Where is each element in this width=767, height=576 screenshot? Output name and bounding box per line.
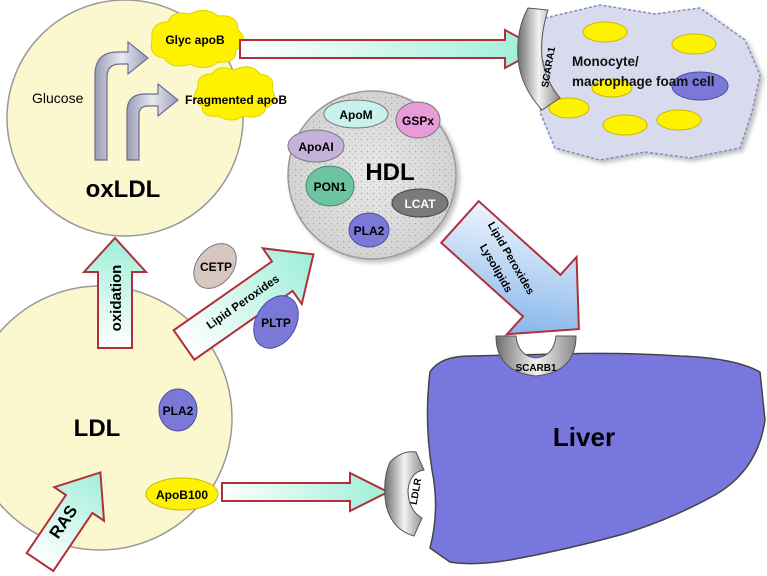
lipid-droplet (582, 21, 628, 43)
lipid-droplet (591, 78, 633, 98)
glyc-to-foam-arrow (239, 28, 543, 70)
apom-label: ApoM (339, 108, 372, 122)
pla2-hdl-label: PLA2 (354, 224, 385, 238)
liver-shape (426, 352, 766, 565)
hdl-to-liver-arrow: Lipid Peroxides Lysolipids (439, 199, 580, 336)
lcat-label: LCAT (404, 197, 436, 211)
lipid-droplet (671, 33, 717, 55)
liver: Liver (426, 352, 766, 565)
apoai-label: ApoAI (298, 140, 333, 154)
pon1-label: PON1 (314, 180, 347, 194)
oxldl-label: oxLDL (86, 176, 161, 203)
pla2-hdl-badge (348, 212, 390, 248)
scarb1-label: SCARB1 (515, 363, 557, 374)
gspx-badge (395, 101, 441, 139)
ldlr-label: LDLR (409, 477, 425, 506)
apom-badge (323, 99, 389, 129)
ldlr-receptor: LDLR (384, 451, 425, 537)
lipid-droplet (656, 109, 702, 131)
glucose-label: Glucose (32, 90, 84, 106)
ldl-particle: LDL PLA2 ApoB100 (0, 285, 233, 551)
pon1-badge (305, 165, 355, 207)
fragmented-apob-cloud: Fragmented apoB (185, 66, 287, 121)
pla2-ldl-badge (158, 388, 198, 432)
foam-cell-label-line2: macrophage foam cell (572, 74, 715, 89)
apoai-badge (287, 129, 345, 163)
lipid-droplet (602, 114, 648, 136)
pla2-ldl-label: PLA2 (163, 404, 194, 418)
apob100-label: ApoB100 (156, 488, 208, 502)
fragmented-apob-label: Fragmented apoB (185, 93, 287, 107)
oxidation-arrow: oxidation (81, 236, 149, 349)
pltp-label: PLTP (261, 316, 291, 330)
cetp-badge (193, 243, 237, 289)
gspx-label: GSPx (402, 114, 434, 128)
hdl-label: HDL (365, 159, 414, 186)
apob100-badge (145, 477, 219, 511)
apob100-to-ldlr-arrow (221, 471, 391, 513)
cell-nucleus (671, 71, 729, 101)
foam-cell: Monocyte/ macrophage foam cell (537, 4, 761, 161)
scarb1-receptor: SCARB1 (495, 335, 577, 377)
foam-cell-label-line1: Monocyte/ (572, 54, 639, 69)
lipid-peroxides-arrow: Lipid Peroxides (172, 247, 315, 362)
glyc-apob-label: Glyc apoB (165, 33, 225, 47)
lipid-droplet (548, 97, 590, 119)
pltp-badge (253, 295, 299, 349)
hdl-particle: HDL ApoM GSPx ApoAI PON1 LCAT PLA2 (287, 90, 457, 260)
ldl-label: LDL (74, 415, 121, 442)
lcat-badge (391, 188, 449, 218)
cetp-label: CETP (200, 260, 232, 274)
oxidation-label: oxidation (108, 265, 125, 332)
fragmentation-arrow (126, 82, 179, 161)
liver-label: Liver (553, 422, 615, 452)
glycation-arrow (94, 40, 149, 161)
